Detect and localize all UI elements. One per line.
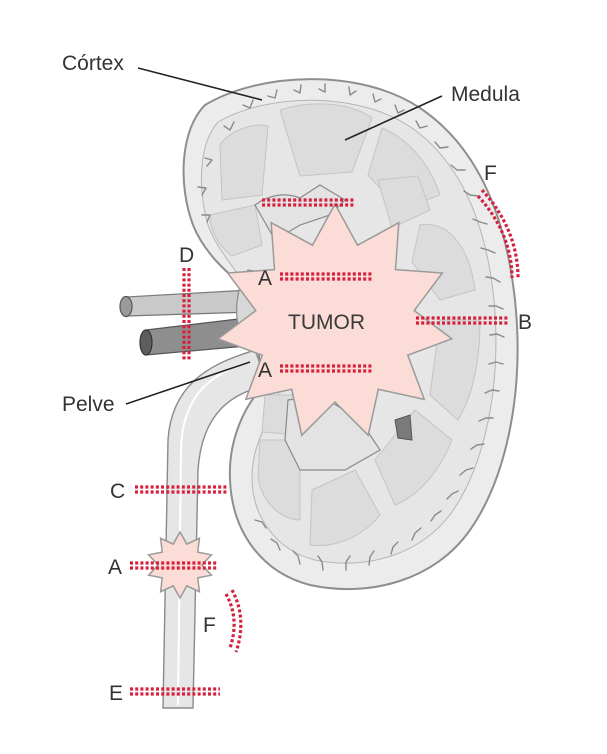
ureter-tumor: [147, 530, 213, 600]
section-arc-f-ureter-2: [224, 593, 236, 649]
label-cortex: Córtex: [62, 52, 124, 75]
label-section-a-ureter: A: [108, 556, 122, 579]
tumor: [216, 202, 454, 437]
section-arc-f-kidney: [480, 188, 520, 279]
medullary-pyramids: [209, 103, 481, 547]
section-lines: [130, 188, 520, 696]
ureter-tumor-shape: [147, 530, 213, 600]
label-section-c: C: [110, 480, 125, 503]
label-section-b: B: [518, 311, 532, 334]
label-section-a-lower: A: [258, 359, 272, 382]
medula-leader: [344, 95, 443, 141]
label-section-f-ureter: F: [203, 614, 216, 637]
tumor-shape: [216, 202, 454, 437]
cortex-leader: [137, 67, 263, 101]
label-section-f-kidney: F: [484, 162, 497, 185]
leader-lines: [125, 67, 443, 405]
label-medula: Medula: [451, 83, 520, 106]
label-tumor: TUMOR: [288, 311, 365, 334]
section-arc-f-ureter: [230, 589, 243, 653]
cortical-vessels: [197, 83, 505, 571]
pelve-leader: [125, 361, 251, 405]
label-section-e: E: [109, 682, 123, 705]
label-pelve: Pelve: [62, 393, 115, 416]
label-section-d: D: [179, 244, 194, 267]
renal-vessels: [119, 289, 259, 356]
label-section-a-upper: A: [258, 267, 272, 290]
